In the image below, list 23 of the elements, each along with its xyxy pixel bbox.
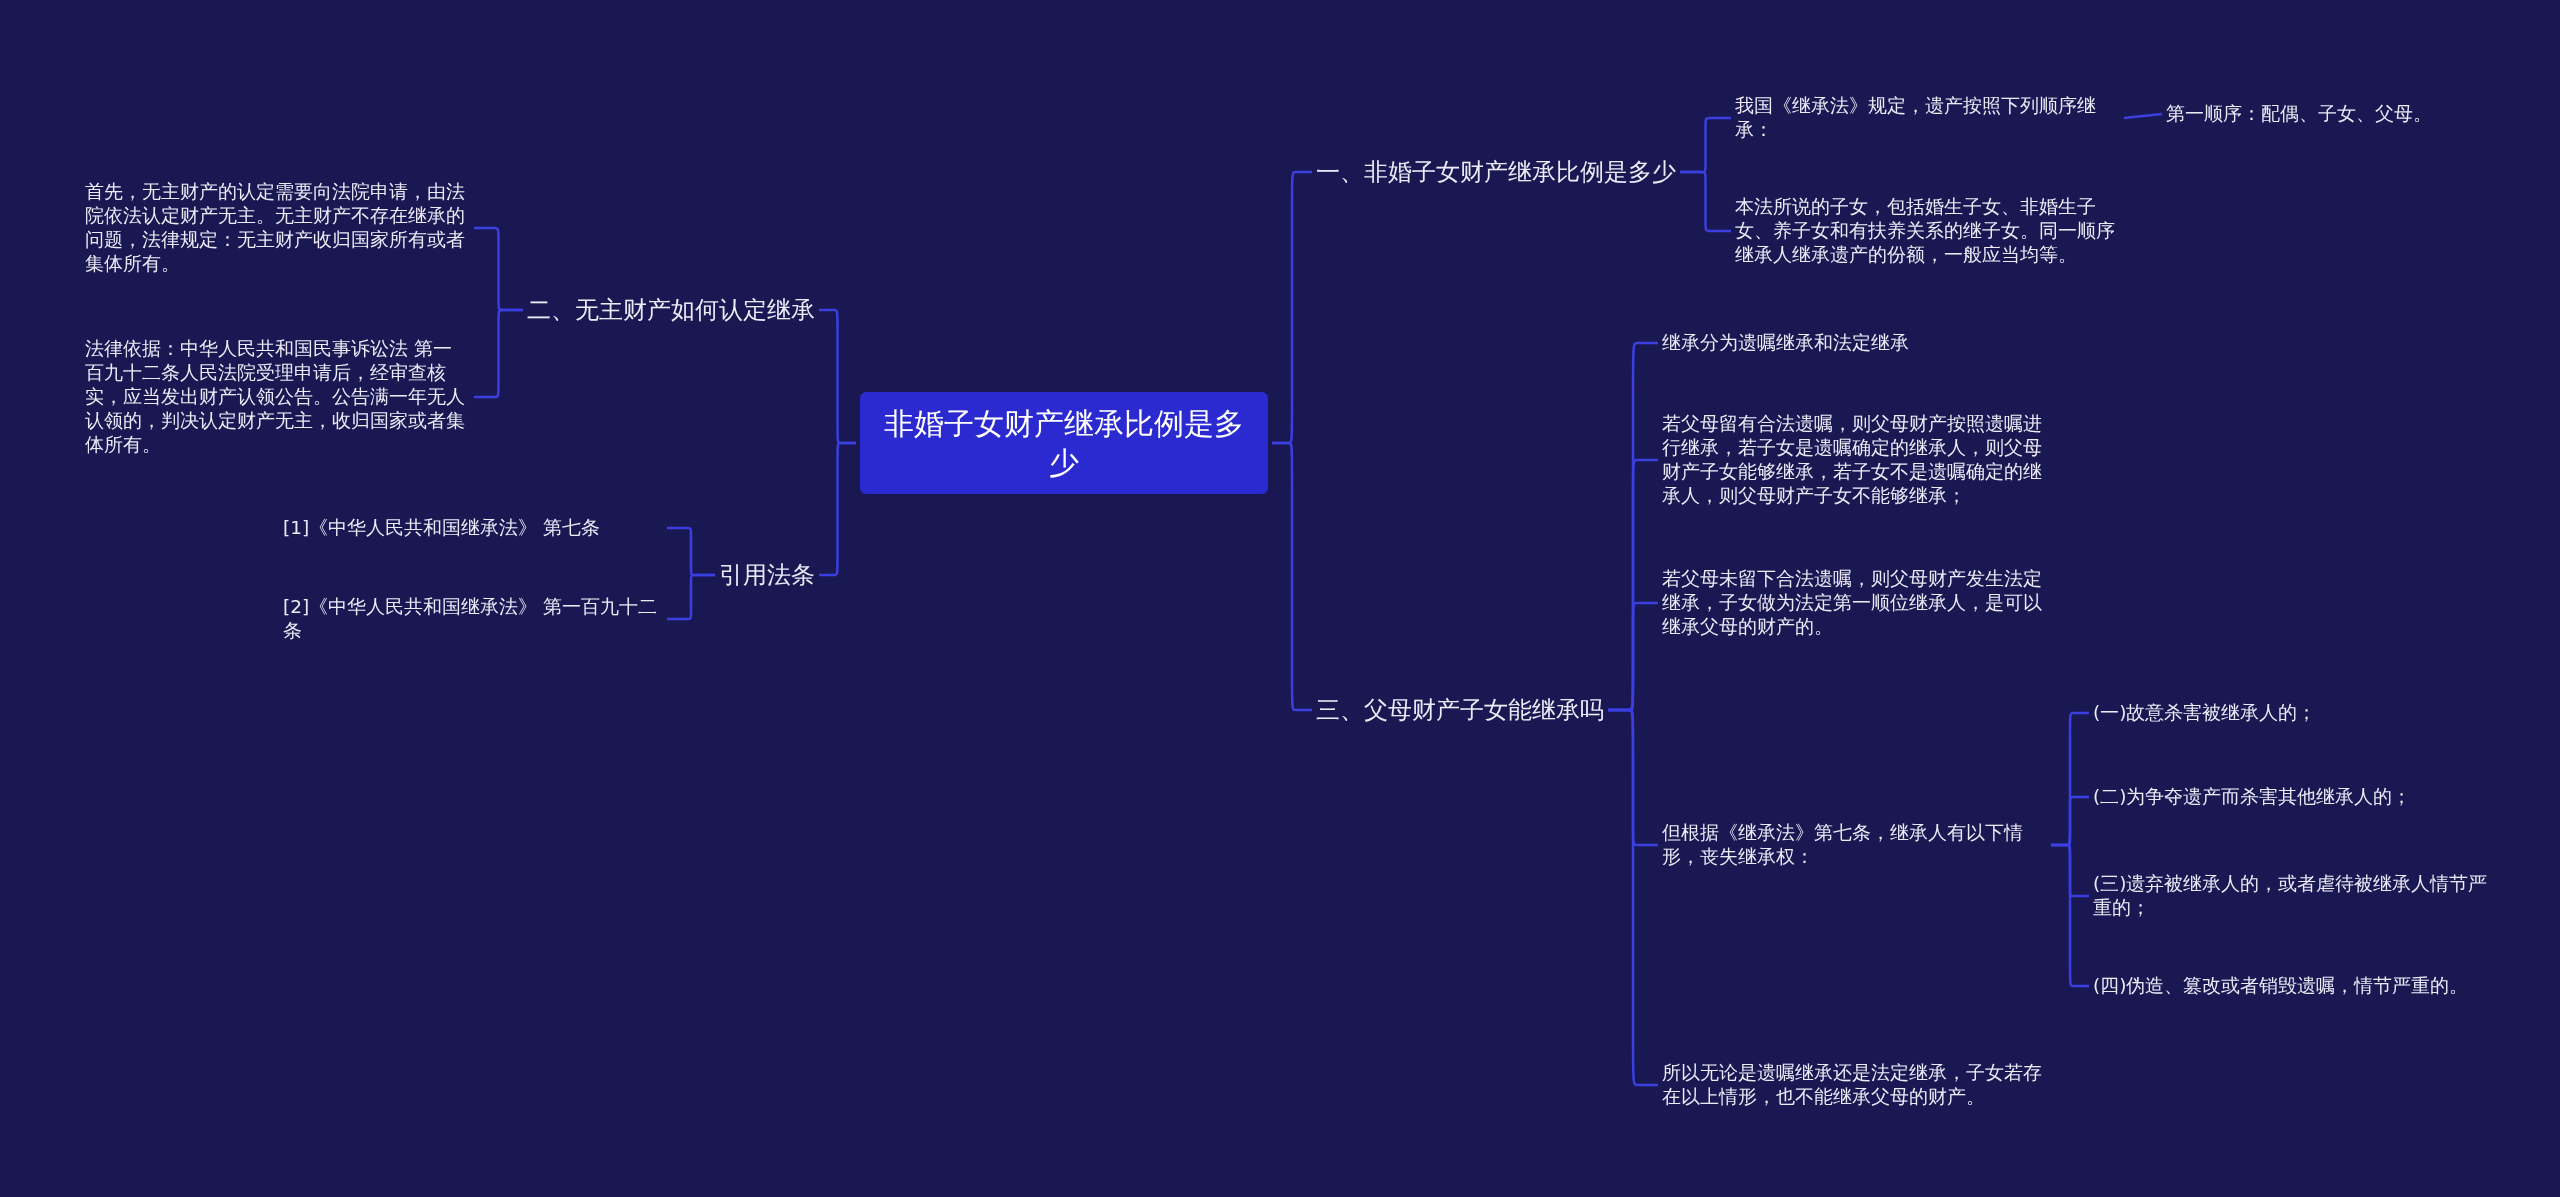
root-topic-box: 非婚子女财产继承比例是多少 bbox=[860, 392, 1268, 494]
note-text: 我国《继承法》规定，遗产按照下列顺序继承： bbox=[1735, 94, 2120, 143]
note-text: 第一顺序：配偶、子女、父母。 bbox=[2166, 102, 2526, 127]
topic-text: 一、非婚子女财产继承比例是多少 bbox=[1316, 156, 1676, 188]
note-text: 首先，无主财产的认定需要向法院申请，由法院依法认定财产无主。无主财产不存在继承的问题，法律规定：无主财产收归国家所有或者集体所有。 bbox=[85, 180, 470, 277]
topic-text: 引用法条 bbox=[719, 559, 815, 591]
note-text: [2]《中华人民共和国继承法》 第一百九十二条 bbox=[283, 595, 663, 644]
note-text: [1]《中华人民共和国继承法》 第七条 bbox=[283, 516, 663, 541]
note-text: (一)故意杀害被继承人的； bbox=[2093, 701, 2493, 726]
note-text: (二)为争夺遗产而杀害其他继承人的； bbox=[2093, 785, 2493, 810]
note-text: 本法所说的子女，包括婚生子女、非婚生子女、养子女和有扶养关系的继子女。同一顺序继承人继承遗产的份额，一般应当均等。 bbox=[1735, 195, 2120, 268]
topic-text: 三、父母财产子女能继承吗 bbox=[1316, 694, 1604, 726]
note-text: 继承分为遗嘱继承和法定继承 bbox=[1662, 331, 2047, 356]
note-text: (三)遗弃被继承人的，或者虐待被继承人情节严重的； bbox=[2093, 872, 2493, 921]
connector-line bbox=[2123, 112, 2163, 120]
note-text: 若父母留有合法遗嘱，则父母财产按照遗嘱进行继承，若子女是遗嘱确定的继承人，则父母财产子女能够继承，若子女不是遗嘱确定的继承人，则父母财产子女不能够继承； bbox=[1662, 412, 2047, 509]
note-text: (四)伪造、篡改或者销毁遗嘱，情节严重的。 bbox=[2093, 974, 2513, 999]
note-text: 法律依据：中华人民共和国民事诉讼法 第一百九十二条人民法院受理申请后，经审查核实，应当发出财产认领公告。公告满一年无人认领的，判决认定财产无主，收归国家或者集体所有。 bbox=[85, 337, 470, 458]
note-text: 若父母未留下合法遗嘱，则父母财产发生法定继承，子女做为法定第一顺位继承人，是可以继承父母的财产的。 bbox=[1662, 567, 2047, 640]
topic-text: 二、无主财产如何认定继承 bbox=[527, 294, 815, 326]
note-text: 所以无论是遗嘱继承还是法定继承，子女若存在以上情形，也不能继承父母的财产。 bbox=[1662, 1061, 2047, 1110]
connector-line bbox=[667, 573, 715, 621]
note-text: 但根据《继承法》第七条，继承人有以下情形，丧失继承权： bbox=[1662, 821, 2047, 870]
